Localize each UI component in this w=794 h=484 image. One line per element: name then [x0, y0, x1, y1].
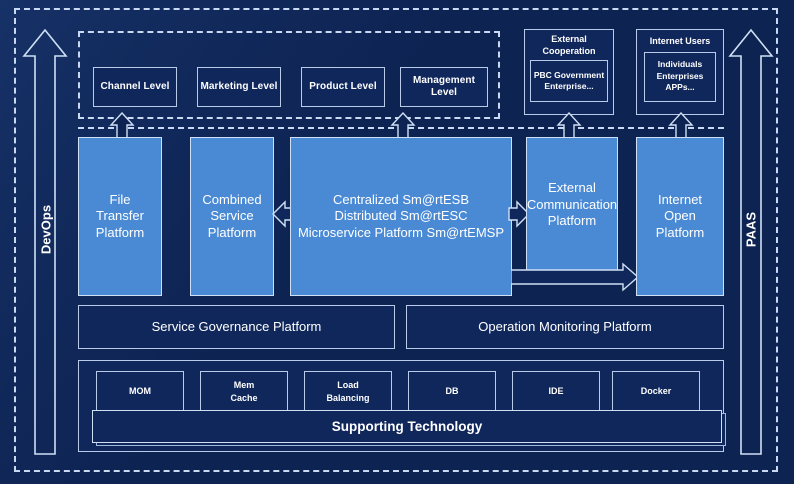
service-governance-platform-label: Service Governance Platform	[151, 319, 322, 335]
internet-users-inner-line1: Individuals	[657, 59, 703, 70]
management-level-box[interactable]: Management Level	[400, 67, 488, 107]
integration-platform-line1: Centralized Sm@rtESB	[332, 191, 470, 207]
tech-load-balancing-line1: Load	[337, 380, 359, 391]
tech-mem-cache-line2: Cache	[230, 392, 258, 403]
supporting-technology-bar[interactable]: Supporting Technology	[92, 410, 722, 443]
integration-platform-line3: Microservice Platform Sm@rtEMSP	[297, 224, 505, 240]
external-cooperation-title: External Cooperation	[542, 34, 596, 56]
combined-service-platform-line2: Service	[210, 208, 254, 224]
external-communication-platform-line2: Communication	[526, 196, 618, 212]
external-cooperation-inner-line2: Enterprise...	[544, 81, 594, 92]
internet-users-title: Internet Users	[649, 36, 711, 46]
tech-mom-box[interactable]: MOM	[96, 371, 184, 412]
paas-arrow	[728, 28, 774, 456]
internet-open-platform-line2: Open	[664, 208, 696, 224]
external-cooperation-box[interactable]: External Cooperation PBC Government Ente…	[524, 29, 614, 115]
marketing-level-box[interactable]: Marketing Level	[197, 67, 281, 107]
tech-mom-label: MOM	[129, 386, 151, 397]
internet-open-platform-box[interactable]: Internet Open Platform	[636, 137, 724, 296]
internet-users-inner-box: Individuals Enterprises APPs...	[644, 51, 716, 102]
tech-docker-label: Docker	[640, 386, 672, 397]
paas-arrow-label: PAAS	[743, 211, 759, 248]
devops-arrow	[22, 28, 68, 456]
management-level-label: Management Level	[412, 75, 476, 98]
internet-open-platform-line3: Platform	[655, 224, 705, 240]
file-transfer-platform-line2: Transfer	[96, 208, 144, 224]
external-communication-platform-line3: Platform	[547, 213, 597, 229]
channel-level-label: Channel Level	[100, 81, 170, 93]
internet-open-platform-line1: Internet	[657, 191, 703, 207]
internet-users-inner-line3: APPs...	[665, 82, 695, 93]
external-communication-platform-line1: External	[548, 180, 596, 196]
combined-service-platform-line3: Platform	[207, 224, 257, 240]
integration-platform-box[interactable]: Centralized Sm@rtESB Distributed Sm@rtES…	[290, 137, 512, 296]
service-governance-platform-box[interactable]: Service Governance Platform	[78, 305, 395, 349]
supporting-technology-bar-label: Supporting Technology	[331, 418, 483, 434]
product-level-label: Product Level	[309, 81, 377, 93]
channel-levels-group	[78, 31, 500, 119]
arrow-right-integration-to-external-comm	[508, 200, 530, 228]
devops-arrow-label: DevOps	[38, 204, 54, 255]
combined-service-platform-box[interactable]: Combined Service Platform	[190, 137, 274, 296]
external-cooperation-inner-box: PBC Government Enterprise...	[530, 60, 608, 103]
tech-load-balancing-box[interactable]: Load Balancing	[304, 371, 392, 412]
integration-platform-line2: Distributed Sm@rtESC	[334, 208, 468, 224]
marketing-level-label: Marketing Level	[200, 81, 278, 93]
file-transfer-platform-line1: File	[109, 191, 131, 207]
tech-ide-label: IDE	[548, 386, 564, 397]
channel-level-box[interactable]: Channel Level	[93, 67, 177, 107]
product-level-box[interactable]: Product Level	[301, 67, 385, 107]
internet-users-box[interactable]: Internet Users Individuals Enterprises A…	[636, 29, 724, 115]
operation-monitoring-platform-box[interactable]: Operation Monitoring Platform	[406, 305, 724, 349]
tech-db-box[interactable]: DB	[408, 371, 496, 412]
tech-db-label: DB	[445, 386, 459, 397]
tech-mem-cache-box[interactable]: Mem Cache	[200, 371, 288, 412]
outer-dashed-frame	[14, 8, 778, 472]
external-communication-platform-box[interactable]: External Communication Platform	[526, 137, 618, 273]
combined-service-platform-line1: Combined	[202, 191, 262, 207]
file-transfer-platform-box[interactable]: File Transfer Platform	[78, 137, 162, 296]
tech-ide-box[interactable]: IDE	[512, 371, 600, 412]
operation-monitoring-platform-label: Operation Monitoring Platform	[478, 319, 652, 335]
external-cooperation-inner-line1: PBC Government	[533, 69, 605, 80]
tech-docker-box[interactable]: Docker	[612, 371, 700, 412]
internet-users-inner-line2: Enterprises	[656, 70, 704, 81]
file-transfer-platform-line3: Platform	[95, 224, 145, 240]
arrow-right-to-internet-open-platform	[511, 262, 639, 292]
tech-load-balancing-line2: Balancing	[326, 392, 370, 403]
tech-mem-cache-line1: Mem	[233, 380, 255, 391]
